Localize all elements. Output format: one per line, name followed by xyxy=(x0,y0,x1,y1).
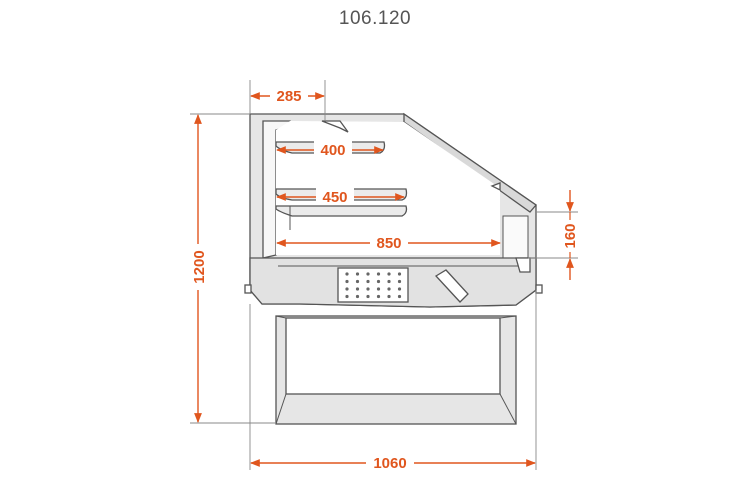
vent-hole xyxy=(376,287,381,291)
shelf-lower xyxy=(275,205,408,217)
light-bar xyxy=(321,120,349,133)
dim-450-label: 450 xyxy=(322,189,347,206)
dim-850-label: 850 xyxy=(376,235,401,252)
front-lip xyxy=(515,257,531,273)
vent-hole xyxy=(397,272,402,276)
dim-400-label: 400 xyxy=(320,142,345,159)
dim-285-label: 285 xyxy=(276,88,301,105)
vent-hole xyxy=(397,294,402,299)
front-glass xyxy=(403,112,537,213)
vent-hole xyxy=(397,287,402,291)
vent-grille xyxy=(337,267,409,303)
vent-hole xyxy=(366,294,370,299)
vent-hole xyxy=(387,272,391,276)
vent-hole xyxy=(376,272,381,276)
dim-160-label: 160 xyxy=(562,223,579,248)
glass-pane xyxy=(502,215,529,263)
glass-clip xyxy=(490,182,501,192)
vent-hole xyxy=(345,294,349,299)
case-body xyxy=(244,112,543,425)
vent-hole xyxy=(376,294,381,299)
vent-hole xyxy=(345,272,349,276)
vent-hole xyxy=(366,279,370,284)
drawing-title: 106.120 xyxy=(338,8,412,29)
left-knob xyxy=(244,284,252,294)
vent-hole xyxy=(355,279,360,284)
drain-flap xyxy=(434,269,469,303)
vent-hole xyxy=(397,279,402,284)
vent-hole xyxy=(355,294,360,299)
vent-hole xyxy=(345,287,349,291)
vent-hole xyxy=(355,287,360,291)
vent-hole xyxy=(366,272,370,276)
base-stand-panel xyxy=(285,317,501,395)
vent-hole xyxy=(387,294,391,299)
vent-hole xyxy=(355,272,360,276)
dim-1200-label: 1200 xyxy=(191,250,208,283)
vent-hole xyxy=(366,287,370,291)
dim-1060-label: 1060 xyxy=(373,455,406,472)
vent-hole xyxy=(387,287,391,291)
dimension-labels: 285 400 450 850 1200 1060 160 xyxy=(186,86,582,472)
vent-hole xyxy=(387,279,391,284)
right-knob xyxy=(535,284,543,294)
vent-holes xyxy=(345,272,402,299)
vent-hole xyxy=(345,279,349,284)
vent-hole xyxy=(376,279,381,284)
